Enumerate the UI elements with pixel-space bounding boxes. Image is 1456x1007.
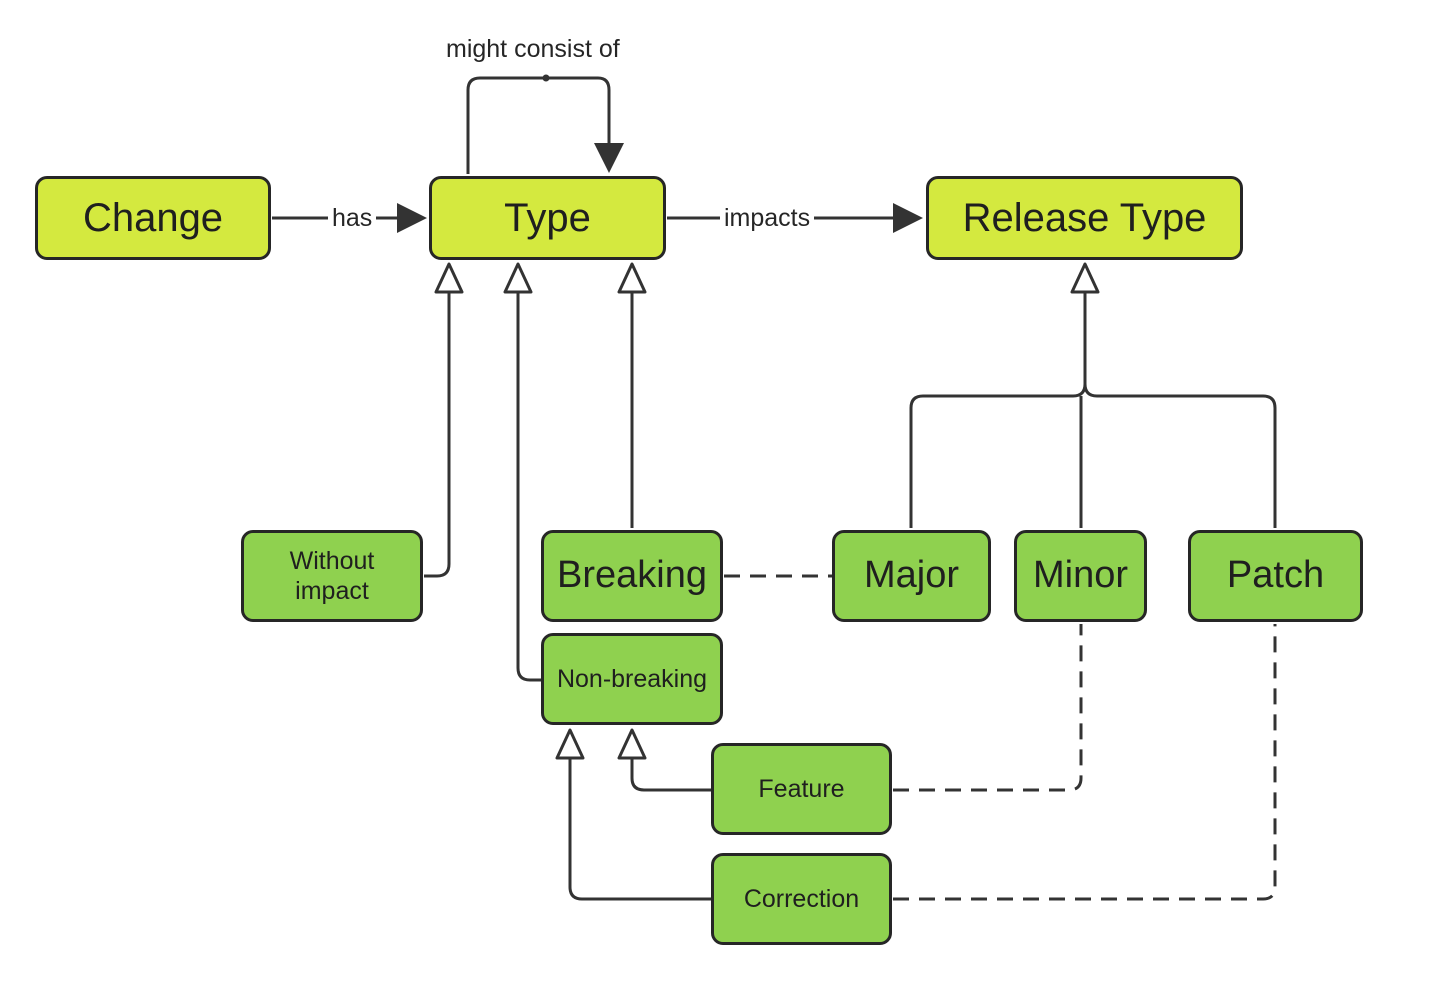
inheritance-triangle-release-type [1070,262,1100,294]
edge-patch-inherits-release-type [1083,383,1277,528]
dashed-feature-minor [893,624,1083,792]
node-release-type[interactable]: Release Type [926,176,1243,260]
node-feature[interactable]: Feature [711,743,892,835]
edge-type-self-loop [466,76,624,174]
inheritance-triangle-correction [555,728,585,760]
inheritance-triangle-breaking [617,262,647,294]
inheritance-triangle-feature [617,728,647,760]
inheritance-triangle-without-impact [434,262,464,294]
edge-label-impacts: impacts [720,203,815,233]
edge-without-impact-inherits-type [424,292,451,578]
node-without-impact[interactable]: Without impact [241,530,423,622]
node-major[interactable]: Major [832,530,991,622]
node-breaking[interactable]: Breaking [541,530,723,622]
node-minor[interactable]: Minor [1014,530,1147,622]
dashed-correction-patch [893,624,1277,901]
edge-label-might-consist-of: might consist of [442,34,624,64]
loop-midpoint-dot [542,74,550,82]
node-type[interactable]: Type [429,176,666,260]
node-correction[interactable]: Correction [711,853,892,945]
edge-correction-inherits-non-breaking [568,758,711,901]
inheritance-triangle-non-breaking [503,262,533,294]
edge-non-breaking-inherits-type [516,292,541,682]
node-patch[interactable]: Patch [1188,530,1363,622]
edge-feature-inherits-non-breaking [630,758,711,792]
edge-label-has: has [328,203,377,233]
edge-major-inherits-release-type [909,292,1087,528]
node-non-breaking[interactable]: Non-breaking [541,633,723,725]
node-change[interactable]: Change [35,176,271,260]
